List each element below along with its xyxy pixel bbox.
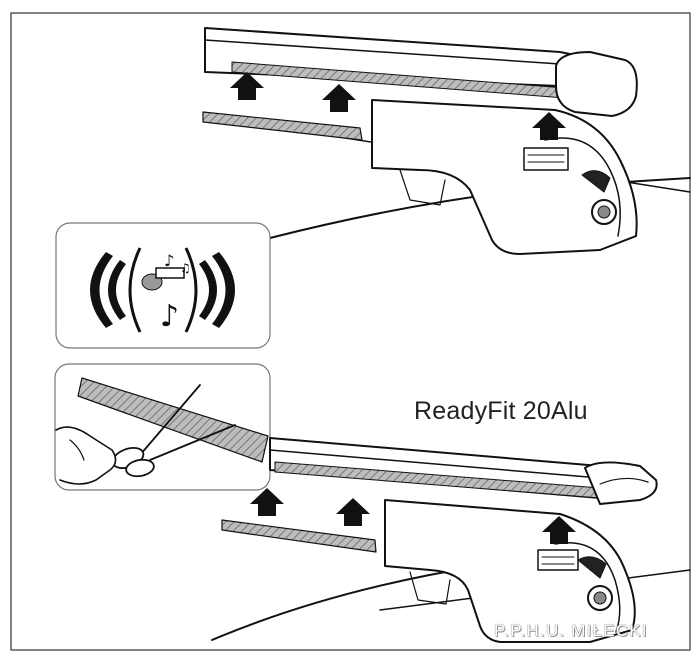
click-sound-inset: ♪ ♫ ♪ — [55, 222, 271, 349]
bottom-foot-clamp — [537, 549, 579, 571]
svg-text:♪: ♪ — [160, 299, 179, 334]
up-arrow-icon — [532, 112, 566, 140]
cut-strip-inset — [54, 363, 271, 491]
up-arrow-icon — [336, 498, 370, 526]
diagram-border — [10, 12, 691, 651]
up-arrow-icon — [230, 72, 264, 100]
up-arrow-icon — [322, 84, 356, 112]
cut-strip — [77, 377, 269, 463]
svg-text:♫: ♫ — [180, 261, 191, 275]
top-loose-strip — [202, 111, 363, 141]
up-arrow-icon — [250, 488, 284, 516]
bottom-loose-strip — [221, 519, 377, 553]
top-end-cap — [555, 51, 638, 117]
bottom-arrows — [250, 488, 576, 544]
product-label: ReadyFit 20Alu — [414, 397, 588, 425]
up-arrow-icon — [542, 516, 576, 544]
bottom-roof-bar-assembly — [211, 437, 691, 643]
svg-text:♪: ♪ — [164, 251, 174, 270]
top-arrows — [230, 72, 566, 140]
top-roof-bar-assembly — [202, 27, 691, 255]
bottom-foot — [384, 499, 636, 643]
watermark: P.P.H.U. MIŁECKI — [494, 621, 648, 640]
top-foot-clamp — [523, 147, 569, 171]
bottom-end-cap — [584, 461, 658, 505]
scissors-icon — [111, 384, 236, 478]
click-sound-icon: ♪ ♫ ♪ — [90, 247, 235, 334]
